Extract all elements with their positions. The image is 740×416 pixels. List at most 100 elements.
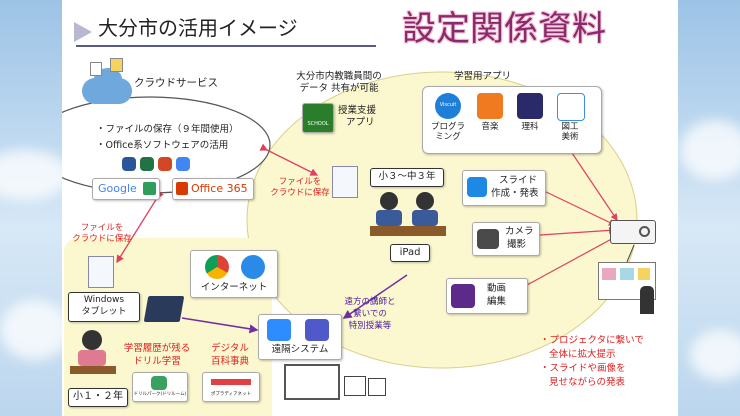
camera-box: カメラ 撮影 [472, 222, 540, 256]
remote-lesson-line2: 繋いでの [353, 309, 387, 319]
safari-icon [241, 255, 265, 279]
drill-line1: 学習履歴が残る [123, 343, 191, 354]
chart-icon [110, 58, 123, 72]
science-label: 理科 [521, 122, 539, 132]
powerpoint-icon [158, 157, 172, 171]
student-body-icon [78, 350, 106, 366]
title-underline [76, 45, 376, 47]
grade-range-badge: 小３～中３年 [370, 168, 444, 187]
document-icon [332, 166, 358, 198]
remote-lesson-line1: 遠方の講師と [344, 297, 396, 307]
projector-icon [610, 220, 656, 244]
projector-note-line2: 全体に拡大提示 [549, 349, 616, 360]
screen-image-icon [602, 268, 616, 280]
arrow-camera-to-projector [539, 226, 617, 236]
student-head-icon [82, 330, 102, 350]
science-app-icon [517, 93, 543, 119]
grade-low-text: 小１・２年 [73, 391, 123, 402]
cloud-bullet-storage: ・ファイルの保存（９年間使用） [96, 124, 239, 135]
excel-icon [140, 157, 154, 171]
internet-box: インターネット [190, 250, 278, 298]
cloud-decoration [0, 150, 70, 200]
laptop-icon [143, 296, 185, 322]
lesson-support-app-line1: 授業支援 [338, 105, 377, 116]
remote-lesson-line3: 特別授業等 [348, 321, 392, 331]
classroom-icon [143, 182, 156, 195]
zoom-icon [267, 319, 291, 341]
windows-line2: タブレット [81, 307, 127, 317]
grade-low-badge: 小１・２年 [68, 388, 128, 407]
student-girl-illustration [70, 330, 116, 376]
title-arrow-icon [74, 22, 92, 42]
arrow-ipad-to-remote [342, 274, 408, 319]
learning-apps-title: 学習用アプリ [454, 71, 512, 82]
camera-line1: カメラ [505, 226, 534, 237]
projector-note-line1: ・プロジェクタに繋いで [540, 335, 644, 346]
encyclopedia-line1: デジタル [211, 343, 249, 354]
teams-icon [305, 319, 329, 341]
chrome-icon [205, 255, 229, 279]
art-app-icon [557, 93, 585, 121]
projector-note-line3: ・スライドや画像を [540, 363, 626, 374]
cloud-bullet-office: ・Office系ソフトウェアの活用 [96, 140, 229, 151]
video-box: 動画 編集 [446, 278, 528, 314]
school-building-icon [344, 376, 366, 396]
projector-note-line4: 見せながらの発表 [549, 377, 626, 388]
remote-system-label: 遠隔システム [271, 344, 329, 355]
programming-icon-text: Viscuit [439, 102, 457, 108]
stamp-label: 設定関係資料 [402, 9, 606, 49]
house-icon [368, 378, 386, 396]
arrow-slides-to-projector [541, 189, 617, 226]
drill-card: ドリルパーク(ドリルーム) [132, 372, 188, 402]
screen-image-icon [638, 268, 650, 280]
save-to-cloud-left-line1: ファイルを [80, 223, 124, 233]
imovie-icon [451, 284, 475, 308]
learning-apps-panel: Viscuit プログラ ミング 音楽 理科 図工 美術 [422, 86, 602, 154]
google-logo-box: Google [92, 178, 160, 200]
camera-line2: 撮影 [507, 239, 527, 250]
encyclopedia-card-text: ポプラディアネット [210, 392, 252, 397]
encyclopedia-line2: 百科事典 [210, 356, 249, 367]
remote-screen-illustration [284, 364, 340, 400]
programming-label: プログラ ミング [430, 122, 465, 142]
arrow-projector-to-screen [626, 244, 635, 263]
arrow-video-to-projector [526, 235, 619, 286]
student-body-icon [376, 210, 402, 226]
screen-image-icon [620, 268, 634, 280]
drill-line2: ドリル学習 [133, 356, 181, 367]
lesson-support-app-line2: アプリ [346, 117, 375, 128]
sharing-note-line1: 大分市内教職員間の [296, 71, 382, 82]
internet-label: インターネット [200, 282, 268, 293]
app-icons-row [122, 157, 218, 173]
slides-box: スライド 作成・発表 [462, 170, 546, 206]
video-line2: 編集 [487, 296, 507, 307]
grade-range-text: 小３～中３年 [378, 171, 436, 182]
arrow-windows-to-remote [181, 317, 259, 334]
arrow-cloud-to-ipad [259, 143, 319, 176]
art-label: 図工 美術 [561, 122, 579, 142]
school-app-icon: SCHOOL [302, 103, 334, 133]
ipad-label: iPad [399, 247, 421, 258]
music-label: 音楽 [481, 122, 499, 132]
document-icon [90, 62, 102, 76]
student-head-icon [416, 192, 434, 210]
arrow-cloud-to-windows [116, 190, 164, 264]
slides-line2: 作成・発表 [491, 188, 539, 199]
arrow-apps-to-projector [569, 149, 618, 221]
save-to-cloud-center-line2: クラウドに保存 [270, 188, 330, 198]
encyclopedia-app-icon [211, 379, 251, 385]
video-line1: 動画 [487, 283, 507, 294]
drill-card-text: ドリルパーク(ドリルーム) [133, 392, 187, 397]
sharing-note-line2: データ 共有が可能 [299, 83, 379, 94]
encyclopedia-card: ポプラディアネット [202, 372, 260, 402]
word-icon [122, 157, 136, 171]
keynote-icon [467, 177, 487, 197]
office-icon [176, 182, 188, 195]
remote-system-box: 遠隔システム [258, 314, 342, 360]
presentation-screen-illustration [594, 262, 664, 318]
document-icon [88, 256, 114, 288]
desk-icon [70, 366, 116, 374]
school-icon-text: SCHOOL [307, 121, 329, 127]
ipad-badge: iPad [390, 244, 430, 262]
windows-line1: Windows [83, 295, 125, 305]
